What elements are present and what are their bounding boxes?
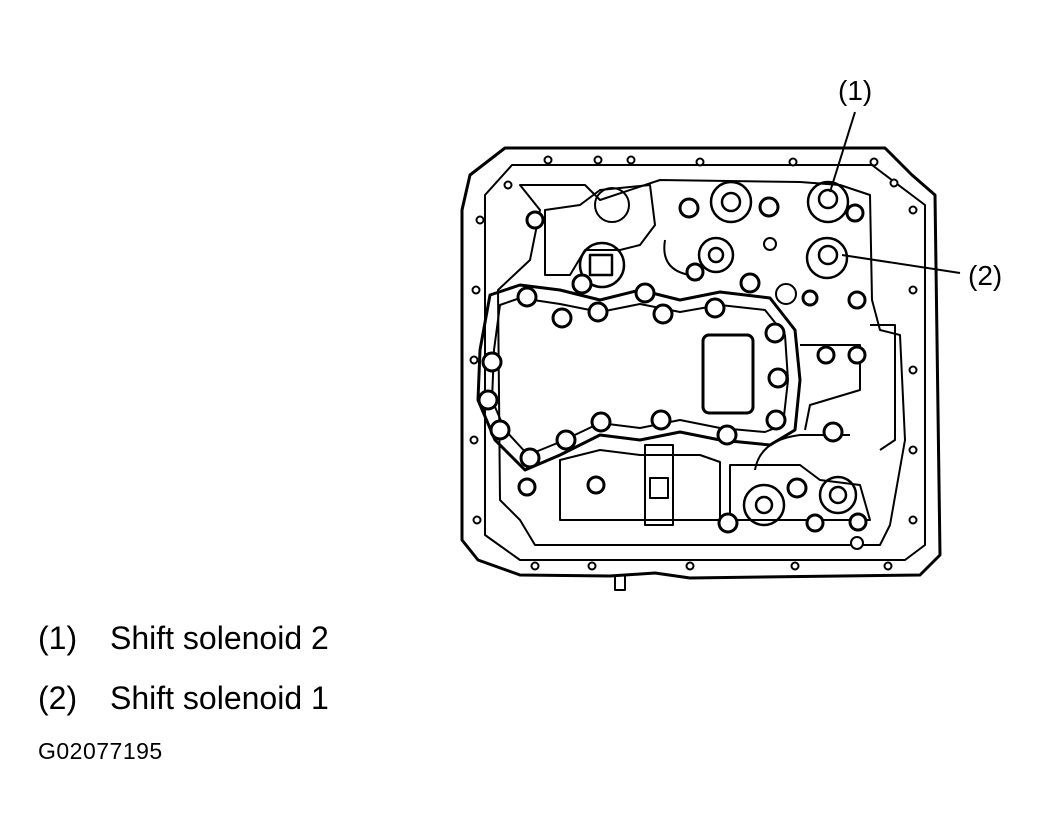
solenoid-lower-right [818, 475, 858, 515]
gasket-window [701, 333, 755, 415]
legend-text: Shift solenoid 1 [110, 680, 329, 716]
gasket-outline [476, 283, 802, 472]
shift-solenoid-1 [805, 236, 849, 280]
callout-2-label: (2) [968, 260, 1002, 291]
callout-1-label: (1) [838, 75, 872, 106]
figure-id: G02077195 [38, 738, 163, 764]
callout-2-leader [841, 254, 961, 274]
legend-number: (2) [38, 680, 78, 716]
housing-tab [614, 576, 626, 591]
callout-1-leader [829, 111, 856, 193]
legend-number: (1) [38, 620, 78, 656]
legend-text: Shift solenoid 2 [110, 620, 329, 656]
legend-item-1: (1) Shift solenoid 2 [38, 620, 329, 656]
solenoid-upper-left [578, 241, 626, 289]
legend-item-2: (2) Shift solenoid 1 [38, 680, 329, 716]
solenoid-center [697, 236, 735, 274]
solenoid-lower-center [742, 483, 786, 527]
housing-outline [460, 146, 942, 580]
housing-inner-outline [484, 164, 926, 561]
shift-solenoid-2 [806, 180, 850, 224]
solenoid-top-center [709, 180, 753, 224]
